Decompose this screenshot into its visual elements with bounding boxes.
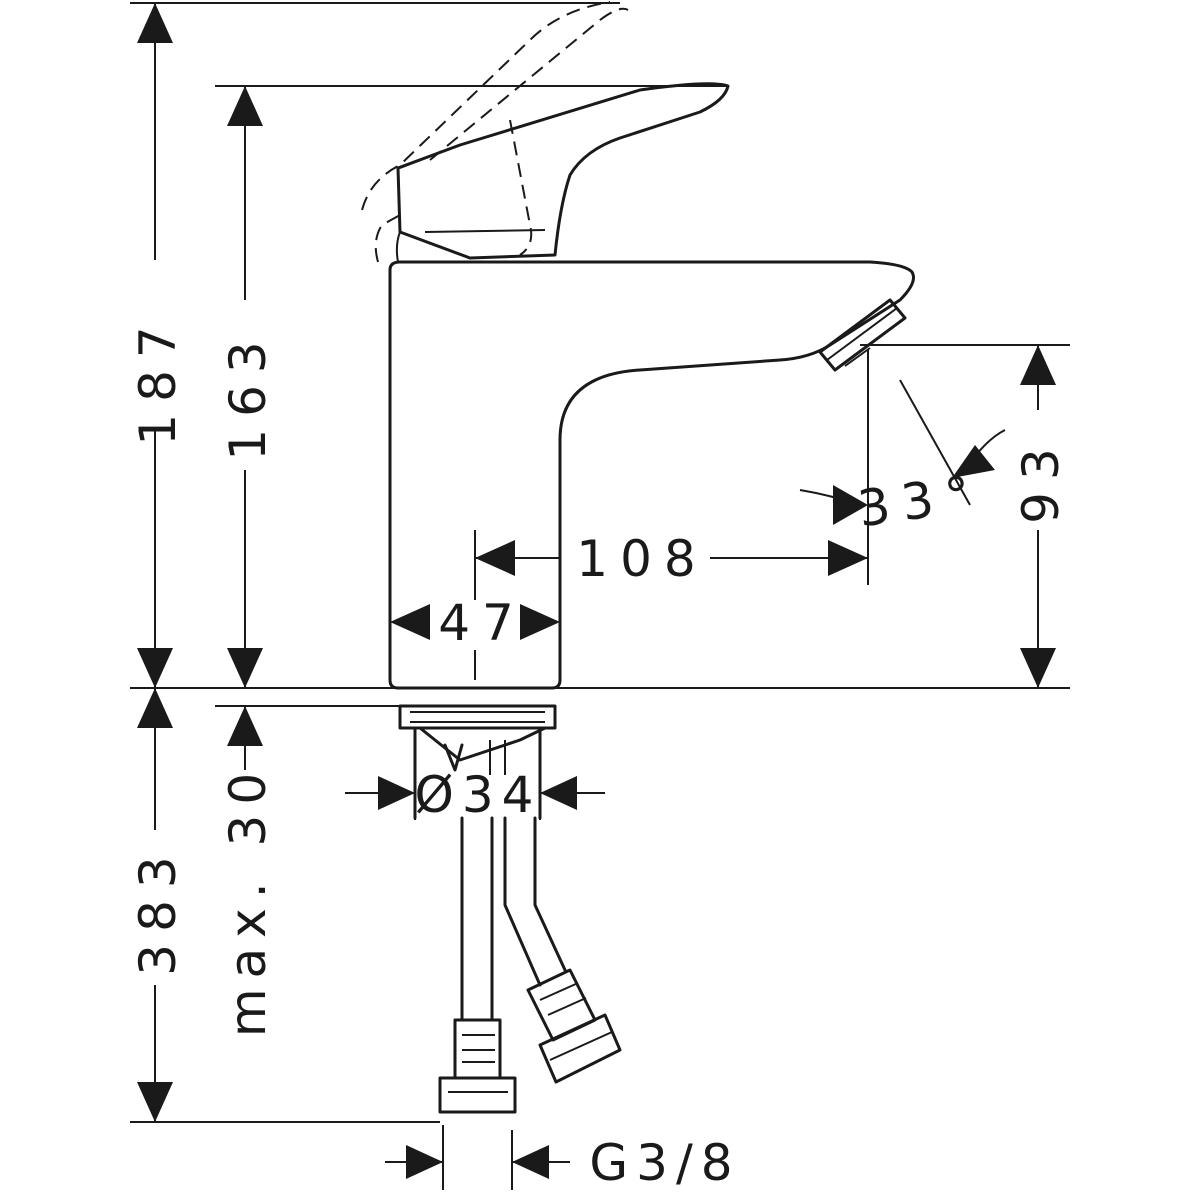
supply-hose-angled: [503, 816, 622, 1084]
dimension-diameter-34: Ø34: [345, 760, 605, 824]
lever-handle: [395, 82, 730, 263]
dimension-93: 93: [860, 344, 1070, 688]
dimension-187: 187: [129, 2, 620, 688]
dimension-47: 47: [390, 594, 560, 680]
mounting-nut: [398, 704, 557, 772]
dimension-163: 163: [215, 85, 728, 688]
label-187: 187: [129, 314, 187, 445]
label-diameter-34: Ø34: [415, 766, 542, 824]
lever-alternate-position: [361, 1, 629, 263]
label-383: 383: [129, 844, 187, 975]
dimension-g3-8: G3/8: [385, 1125, 740, 1192]
dimension-383: 383: [129, 688, 440, 1123]
label-163: 163: [219, 329, 277, 460]
aerator: [818, 298, 907, 372]
label-93: 93: [1012, 436, 1070, 524]
label-max-30: max. 30: [219, 763, 277, 1037]
dimension-33-degrees: 33°: [799, 379, 1006, 539]
dimension-108: 108: [474, 350, 869, 600]
label-g3-8: G3/8: [589, 1134, 740, 1192]
dimension-max-30: max. 30: [219, 706, 277, 1037]
label-47: 47: [438, 594, 526, 652]
label-108: 108: [576, 530, 707, 588]
label-33-degrees: 33°: [854, 464, 985, 539]
supply-hose-straight: [438, 816, 517, 1114]
